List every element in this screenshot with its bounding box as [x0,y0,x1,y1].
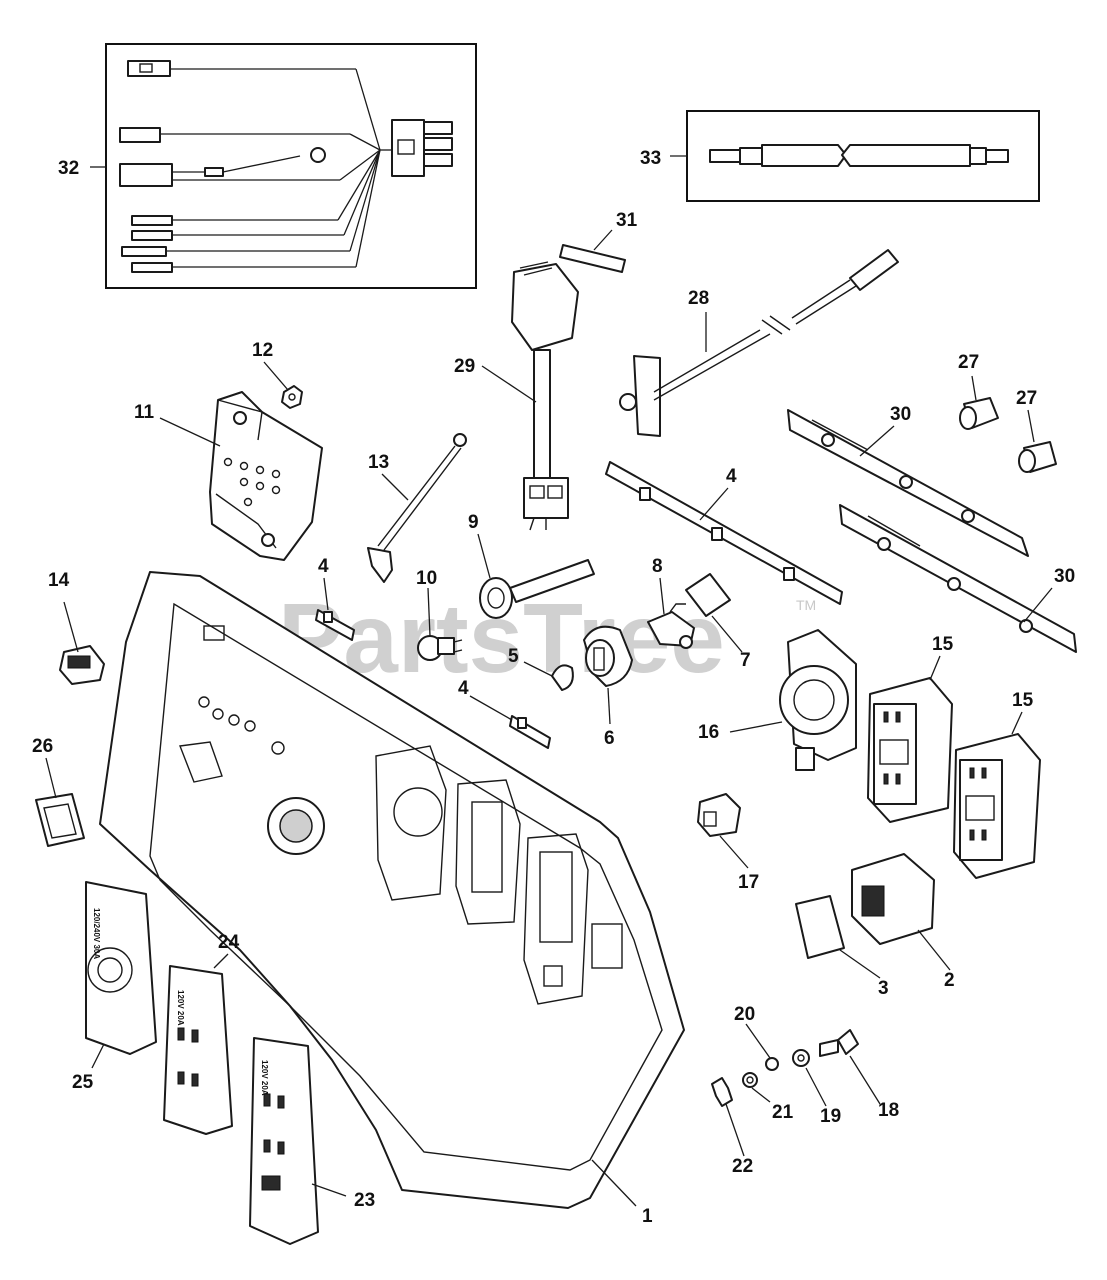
part-7-plate [685,573,731,617]
callout-24: 24 [218,932,240,953]
callout-4a: 4 [726,466,737,487]
callout-23: 23 [354,1190,375,1211]
part-2-switch [851,853,935,945]
callout-14: 14 [48,570,70,591]
part-5-cap [551,664,574,691]
callout-33: 33 [640,148,661,169]
part-12-nut [281,385,303,409]
callout-19: 19 [820,1106,841,1127]
part-6-knob [583,625,633,687]
callout-13: 13 [368,452,389,473]
part-27-bushings [959,397,1057,473]
part-30-brackets [787,409,1077,653]
outlet-label-24: 120V 20A [176,990,185,1026]
part-21-washer [742,1072,758,1088]
part-13-wire-lead [367,433,467,583]
callout-2: 2 [944,970,955,991]
leader-lines [45,155,1053,1207]
callout-labels: 32 33 31 28 29 27 27 30 30 12 11 13 4 9 … [32,148,1075,1227]
part-4-small-bracket-a [315,609,355,641]
callout-11: 11 [134,402,155,423]
callout-12: 12 [252,340,273,361]
callout-8: 8 [652,556,663,577]
outlet-label-25: 120/240V 30A [92,908,101,959]
callout-10: 10 [416,568,437,589]
part-22-wing-nut [711,1077,733,1107]
callout-1: 1 [642,1206,653,1227]
callout-22: 22 [732,1156,753,1177]
callout-27b: 27 [1016,388,1037,409]
callout-9: 9 [468,512,479,533]
part-19-lock-washer [792,1049,810,1067]
part-14-rocker-switch [59,645,105,685]
part-33-wire [686,110,1040,202]
part-31-bracket [559,244,626,273]
callout-4c: 4 [458,678,469,699]
part-25-twist-lock-plate: 120/240V 30A [85,881,157,1055]
callout-32: 32 [58,158,79,179]
callout-29: 29 [454,356,475,377]
callout-28: 28 [688,288,709,309]
callout-7: 7 [740,650,751,671]
callout-17: 17 [738,872,759,893]
part-8-sensor [647,603,695,649]
callout-30b: 30 [1054,566,1075,587]
callout-27a: 27 [958,352,979,373]
callout-15b: 15 [1012,690,1034,711]
part-11-module-box [209,391,323,561]
callout-15a: 15 [932,634,954,655]
part-23-duplex-plate: 120V 20A [249,1037,319,1245]
callout-25: 25 [72,1072,94,1093]
part-9-shaft [479,559,595,619]
part-4-small-bracket-b [509,715,551,749]
part-28-sensor [619,249,899,437]
part-1-control-panel [99,571,685,1209]
callout-16: 16 [698,722,719,743]
part-18-bolt [819,1029,859,1057]
callout-5: 5 [508,646,519,667]
part-4-long-bracket [605,461,843,605]
part-32-wiring-harness [105,43,477,289]
part-26-bezel [35,793,85,847]
watermark-tm: TM [796,597,816,613]
callout-18: 18 [878,1100,899,1121]
part-24-duplex-plate: 120V 20A [163,965,233,1135]
callout-6: 6 [604,728,615,749]
callout-3: 3 [878,978,889,999]
callout-20: 20 [734,1004,755,1025]
callout-4b: 4 [318,556,329,577]
part-20-washer [765,1057,779,1071]
part-15-gfci-a [867,677,953,823]
outlet-label-23: 120V 20A [260,1060,269,1096]
part-15-gfci-b [953,733,1041,879]
callout-21: 21 [772,1102,794,1123]
part-17-connector [697,793,741,837]
callout-30a: 30 [890,404,911,425]
part-16-receptacle [779,629,857,771]
callout-26: 26 [32,736,53,757]
part-3-cover [795,895,845,959]
callout-31: 31 [616,210,638,231]
part-29-module [511,261,579,531]
